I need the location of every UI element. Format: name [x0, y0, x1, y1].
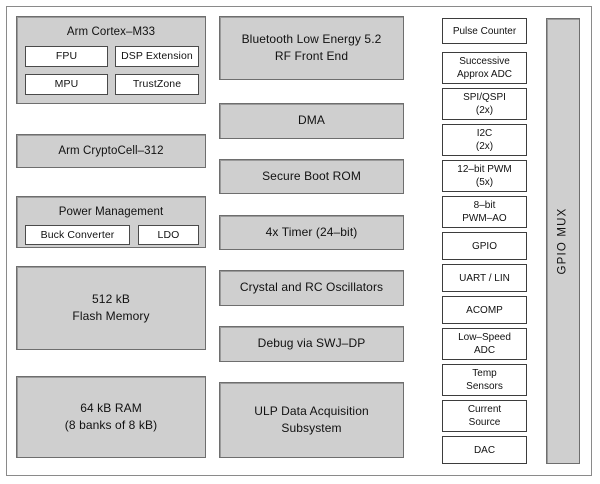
- peripheral-current-source-line2: Source: [468, 417, 501, 428]
- peripheral-low-speed-adc-line1: Low–Speed: [458, 332, 511, 343]
- peripheral-successive-approx-adc: Successive Approx ADC: [442, 52, 527, 84]
- block-debug-swj-dp-label: Debug via SWJ–DP: [257, 336, 366, 351]
- peripheral-spi-qspi: SPI/QSPI (2x): [442, 88, 527, 120]
- block-crystal-rc-oscillators-label: Crystal and RC Oscillators: [239, 280, 384, 295]
- peripheral-uart-lin: UART / LIN: [442, 264, 527, 292]
- block-dma-label: DMA: [298, 113, 325, 128]
- sub-block-mpu-label: MPU: [54, 78, 79, 91]
- block-secure-boot-rom: Secure Boot ROM: [219, 159, 404, 194]
- sub-block-trustzone: TrustZone: [115, 74, 199, 95]
- peripheral-acomp: ACOMP: [442, 296, 527, 324]
- peripheral-gpio-line1: GPIO: [471, 240, 497, 252]
- peripheral-acomp-line1: ACOMP: [466, 304, 503, 316]
- peripheral-spi-qspi-line1: SPI/QSPI: [463, 92, 506, 103]
- peripheral-successive-approx-adc-line1: Successive: [459, 56, 510, 67]
- block-ulp-line1: ULP Data Acquisition: [254, 403, 369, 418]
- block-ble-line2: RF Front End: [274, 49, 349, 63]
- block-ram: 64 kB RAM (8 banks of 8 kB): [16, 376, 206, 458]
- sub-block-fpu-label: FPU: [55, 50, 78, 63]
- peripheral-i2c-line1: I2C: [476, 128, 493, 139]
- block-ram-banks: (8 banks of 8 kB): [64, 418, 158, 432]
- peripheral-i2c-line2: (2x): [475, 141, 494, 152]
- block-gpio-mux-label: GPIO MUX: [557, 207, 570, 275]
- peripheral-uart-lin-line1: UART / LIN: [459, 272, 510, 284]
- sub-block-ldo-label: LDO: [157, 228, 180, 241]
- peripheral-temp-sensors-line2: Sensors: [466, 381, 503, 392]
- sub-block-ldo: LDO: [138, 225, 199, 245]
- peripheral-12bit-pwm-line2: (5x): [475, 177, 494, 188]
- peripheral-low-speed-adc: Low–Speed ADC: [442, 328, 527, 360]
- peripheral-current-source: Current Source: [442, 400, 527, 432]
- block-timer: 4x Timer (24–bit): [219, 215, 404, 250]
- block-power-management-title: Power Management: [58, 206, 164, 218]
- peripheral-8bit-pwm-ao-line2: PWM–AO: [462, 213, 507, 224]
- peripheral-current-source-line1: Current: [467, 404, 502, 415]
- block-power-management: Power Management Buck Converter LDO: [16, 196, 206, 248]
- peripheral-pulse-counter-line1: Pulse Counter: [452, 25, 517, 37]
- sub-block-buck-converter-label: Buck Converter: [40, 228, 115, 241]
- sub-block-mpu: MPU: [25, 74, 108, 95]
- sub-block-dsp-extension: DSP Extension: [115, 46, 199, 67]
- peripheral-successive-approx-adc-line2: Approx ADC: [456, 69, 513, 80]
- block-bluetooth-low-energy-rf-front-end: Bluetooth Low Energy 5.2 RF Front End: [219, 16, 404, 80]
- sub-block-buck-converter: Buck Converter: [25, 225, 130, 245]
- peripheral-8bit-pwm-ao: 8–bit PWM–AO: [442, 196, 527, 228]
- block-flash-memory-size: 512 kB: [92, 291, 130, 306]
- block-ram-size: 64 kB RAM: [80, 400, 142, 415]
- block-ulp-data-acquisition-subsystem: ULP Data Acquisition Subsystem: [219, 382, 404, 458]
- block-arm-cryptocell-312: Arm CryptoCell–312: [16, 134, 206, 168]
- peripheral-12bit-pwm-line1: 12–bit PWM: [457, 164, 512, 175]
- block-secure-boot-rom-label: Secure Boot ROM: [262, 168, 361, 183]
- peripheral-temp-sensors: Temp Sensors: [442, 364, 527, 396]
- peripheral-spi-qspi-line2: (2x): [475, 105, 494, 116]
- peripheral-i2c: I2C (2x): [442, 124, 527, 156]
- block-gpio-mux: GPIO MUX: [546, 18, 580, 464]
- block-crystal-rc-oscillators: Crystal and RC Oscillators: [219, 270, 404, 306]
- peripheral-gpio: GPIO: [442, 232, 527, 260]
- block-arm-cortex-m33: Arm Cortex–M33 FPU DSP Extension MPU Tru…: [16, 16, 206, 104]
- peripheral-8bit-pwm-ao-line1: 8–bit: [473, 200, 496, 211]
- block-flash-memory: 512 kB Flash Memory: [16, 266, 206, 350]
- block-ulp-line2: Subsystem: [281, 421, 342, 435]
- block-timer-label: 4x Timer (24–bit): [265, 224, 358, 239]
- block-ble-line1: Bluetooth Low Energy 5.2: [241, 31, 382, 46]
- block-dma: DMA: [219, 103, 404, 139]
- peripheral-dac-line1: DAC: [473, 444, 496, 456]
- peripheral-dac: DAC: [442, 436, 527, 464]
- sub-block-trustzone-label: TrustZone: [132, 78, 182, 91]
- peripheral-temp-sensors-line1: Temp: [472, 368, 497, 379]
- block-arm-cryptocell-312-label: Arm CryptoCell–312: [58, 144, 164, 157]
- sub-block-dsp-extension-label: DSP Extension: [121, 50, 193, 63]
- peripheral-low-speed-adc-line2: ADC: [473, 345, 496, 356]
- peripheral-pulse-counter: Pulse Counter: [442, 18, 527, 44]
- block-flash-memory-label: Flash Memory: [72, 309, 150, 323]
- peripheral-12bit-pwm: 12–bit PWM (5x): [442, 160, 527, 192]
- block-debug-swj-dp: Debug via SWJ–DP: [219, 326, 404, 362]
- block-arm-cortex-m33-title: Arm Cortex–M33: [66, 26, 156, 38]
- sub-block-fpu: FPU: [25, 46, 108, 67]
